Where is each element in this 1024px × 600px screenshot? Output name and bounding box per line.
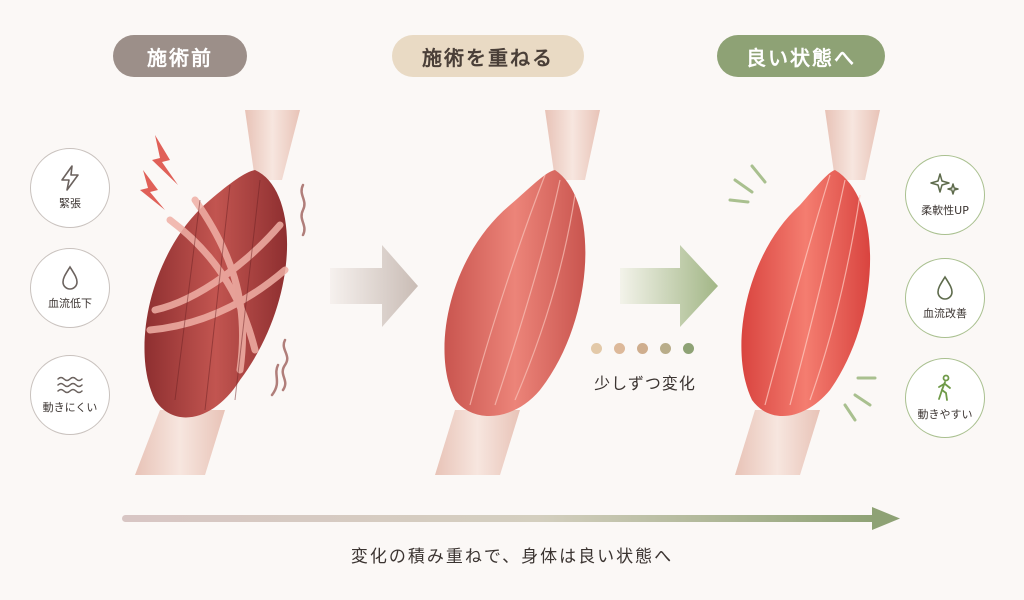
badge-low-bloodflow: 血流低下 — [30, 248, 110, 328]
walking-person-icon — [938, 374, 951, 401]
progress-arrow — [122, 507, 900, 530]
progress-dot-1 — [591, 343, 602, 354]
progress-dot-3 — [637, 343, 648, 354]
transition-arrow-2 — [620, 245, 718, 327]
badge-flexibility: 柔軟性UP — [905, 155, 985, 235]
healthy-muscle-illustration — [735, 110, 880, 475]
badge-stiff: 動きにくい — [30, 355, 110, 435]
stage-middle-label: 施術を重ねる — [392, 35, 584, 77]
stage-before-label: 施術前 — [113, 35, 247, 77]
badge-label: 動きやすい — [917, 408, 973, 421]
badge-easy-movement: 動きやすい — [905, 358, 985, 438]
badge-label: 緊張 — [59, 197, 81, 210]
gradual-change-caption: 少しずつ変化 — [594, 374, 696, 393]
progress-dot-5 — [683, 343, 694, 354]
droplet-icon — [62, 265, 78, 290]
transition-arrow-1 — [330, 245, 418, 327]
badge-label: 血流改善 — [923, 307, 967, 320]
improving-muscle-illustration — [435, 110, 600, 475]
progress-dot-4 — [660, 343, 671, 354]
sparkle-icon — [930, 173, 959, 195]
badge-tension: 緊張 — [30, 148, 110, 228]
tense-muscle-illustration — [135, 110, 300, 475]
badge-label: 柔軟性UP — [921, 204, 969, 217]
stage-after-label: 良い状態へ — [717, 35, 885, 77]
progress-dot-2 — [614, 343, 625, 354]
glow-marks-icon — [728, 164, 877, 422]
droplet-icon — [937, 275, 953, 300]
badge-label: 動きにくい — [42, 401, 98, 414]
summary-caption: 変化の積み重ねで、身体は良い状態へ — [350, 547, 674, 567]
tension-spark-icon — [140, 135, 178, 210]
badge-bloodflow-improved: 血流改善 — [905, 258, 985, 338]
badge-label: 血流低下 — [48, 297, 92, 310]
waves-icon — [57, 376, 83, 394]
lightning-icon — [61, 165, 79, 191]
tension-squiggle-icon — [270, 183, 306, 397]
